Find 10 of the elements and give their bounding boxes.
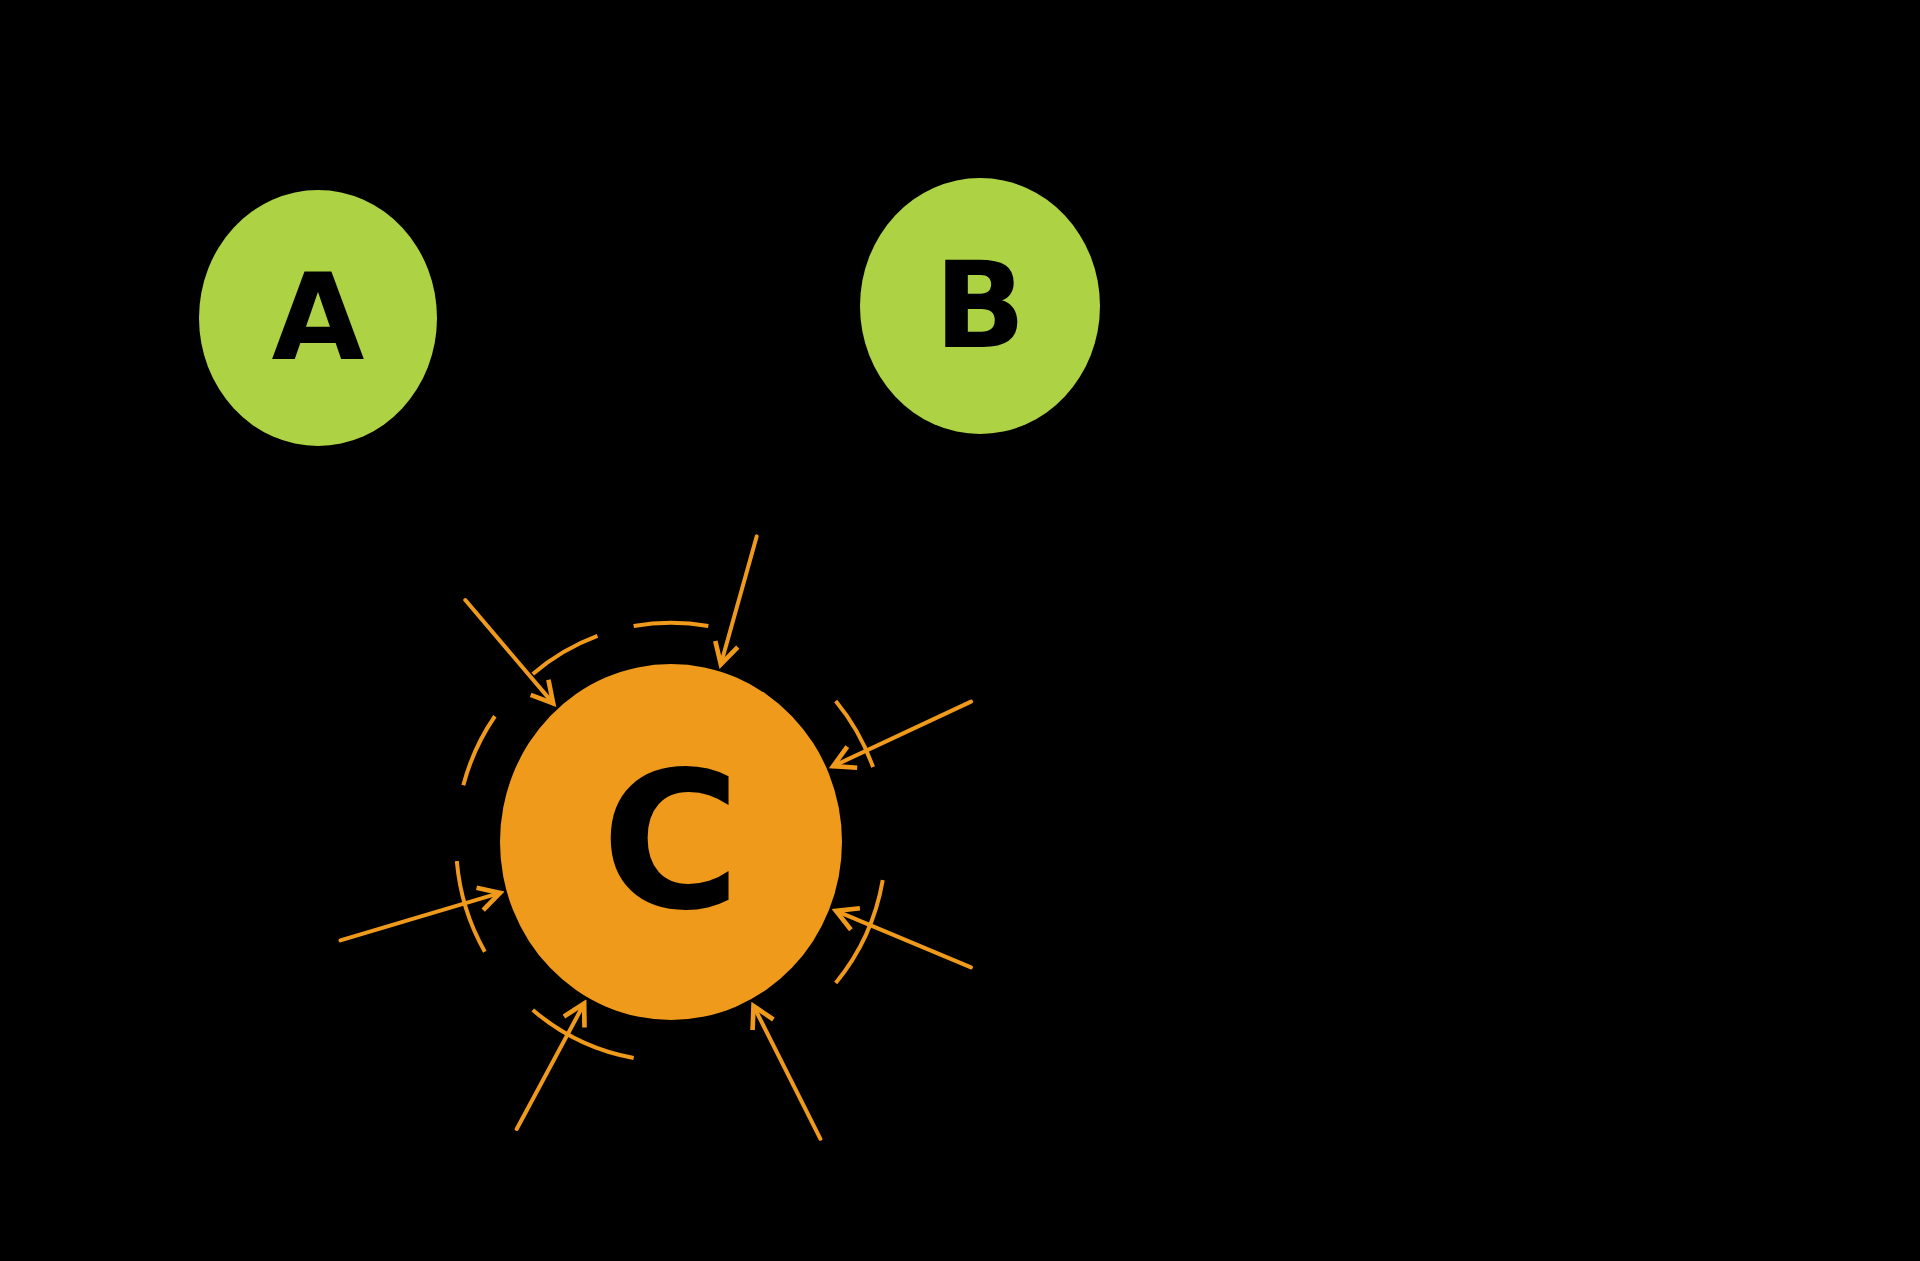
arrow: [833, 905, 973, 970]
node-label: B: [934, 246, 1026, 366]
arrow: [750, 1003, 823, 1141]
arrow: [712, 534, 759, 667]
arrow: [514, 1001, 587, 1131]
arrow: [830, 699, 973, 771]
arrow: [463, 598, 556, 706]
arrow: [338, 885, 503, 943]
node-label: A: [271, 258, 365, 378]
node-label: C: [601, 747, 741, 937]
